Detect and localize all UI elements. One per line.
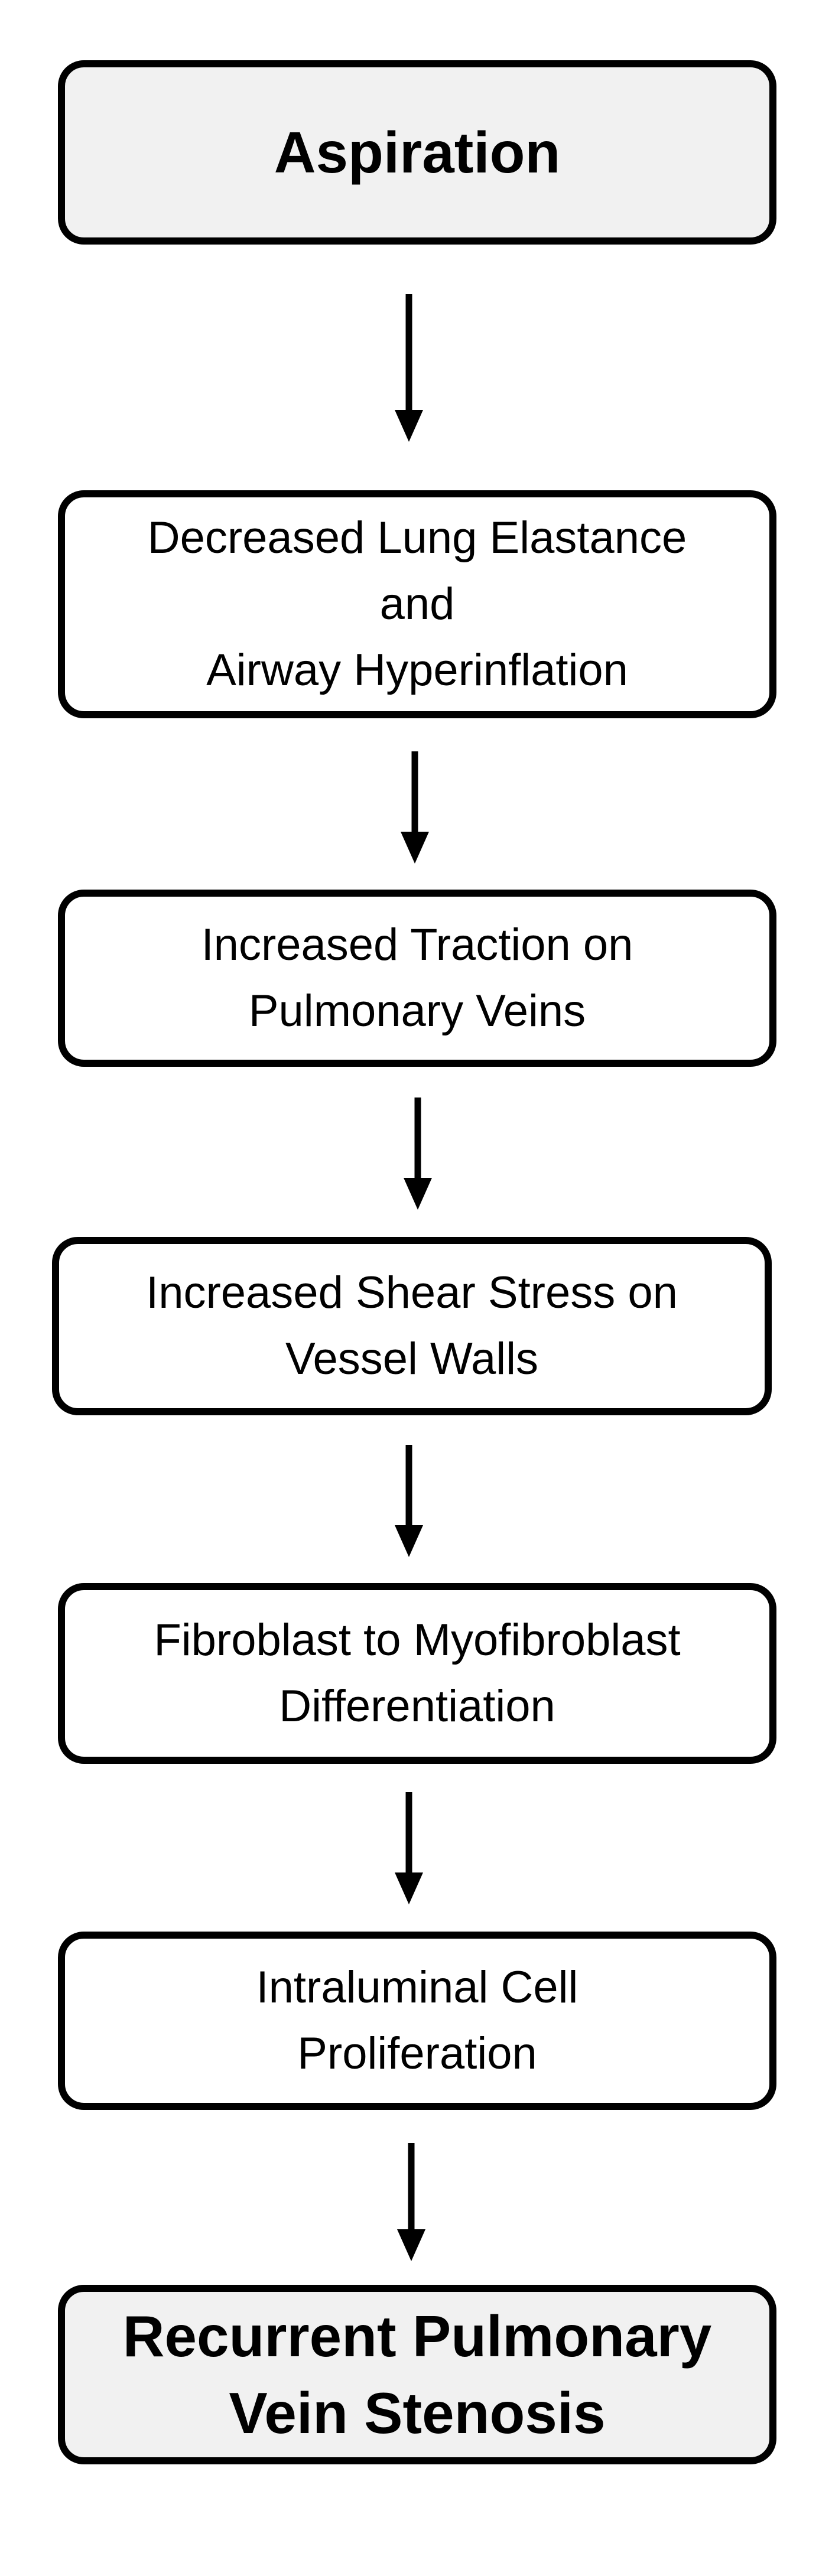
node-lung-elastance-line-1: Decreased Lung Elastance xyxy=(147,513,687,563)
arrow-traction-to-shear-stress xyxy=(404,1098,432,1210)
node-stenosis-line-2: Vein Stenosis xyxy=(229,2380,606,2445)
node-proliferation: Intraluminal Cell Proliferation xyxy=(58,1932,776,2110)
node-lung-elastance-line-2: and xyxy=(379,579,455,629)
node-shear-stress-line-2: Vessel Walls xyxy=(285,1334,538,1384)
node-traction-line-1: Increased Traction on xyxy=(201,920,633,970)
node-shear-stress: Increased Shear Stress on Vessel Walls xyxy=(52,1237,772,1415)
node-aspiration: Aspiration xyxy=(58,60,776,245)
node-lung-elastance-line-3: Airway Hyperinflation xyxy=(206,645,628,695)
node-traction: Increased Traction on Pulmonary Veins xyxy=(58,890,776,1067)
arrow-lung-elastance-to-traction xyxy=(401,751,429,864)
arrow-aspiration-to-lung-elastance xyxy=(395,294,423,442)
node-traction-line-2: Pulmonary Veins xyxy=(248,986,586,1036)
node-fibroblast-line-2: Differentiation xyxy=(279,1681,555,1731)
node-shear-stress-line-1: Increased Shear Stress on xyxy=(146,1268,678,1318)
arrow-proliferation-to-stenosis xyxy=(397,2143,425,2261)
node-fibroblast-line-1: Fibroblast to Myofibroblast xyxy=(154,1615,681,1665)
node-proliferation-line-2: Proliferation xyxy=(297,2028,537,2079)
node-stenosis-line-1: Recurrent Pulmonary xyxy=(122,2304,712,2369)
node-aspiration-line-1: Aspiration xyxy=(274,120,561,185)
node-fibroblast: Fibroblast to Myofibroblast Differentiat… xyxy=(58,1583,776,1764)
node-proliferation-line-1: Intraluminal Cell xyxy=(256,1962,578,2012)
arrow-shear-stress-to-fibroblast xyxy=(395,1445,423,1557)
node-lung-elastance: Decreased Lung Elastance and Airway Hype… xyxy=(58,490,776,718)
node-stenosis: Recurrent Pulmonary Vein Stenosis xyxy=(58,2285,776,2464)
arrow-fibroblast-to-proliferation xyxy=(395,1792,423,1904)
